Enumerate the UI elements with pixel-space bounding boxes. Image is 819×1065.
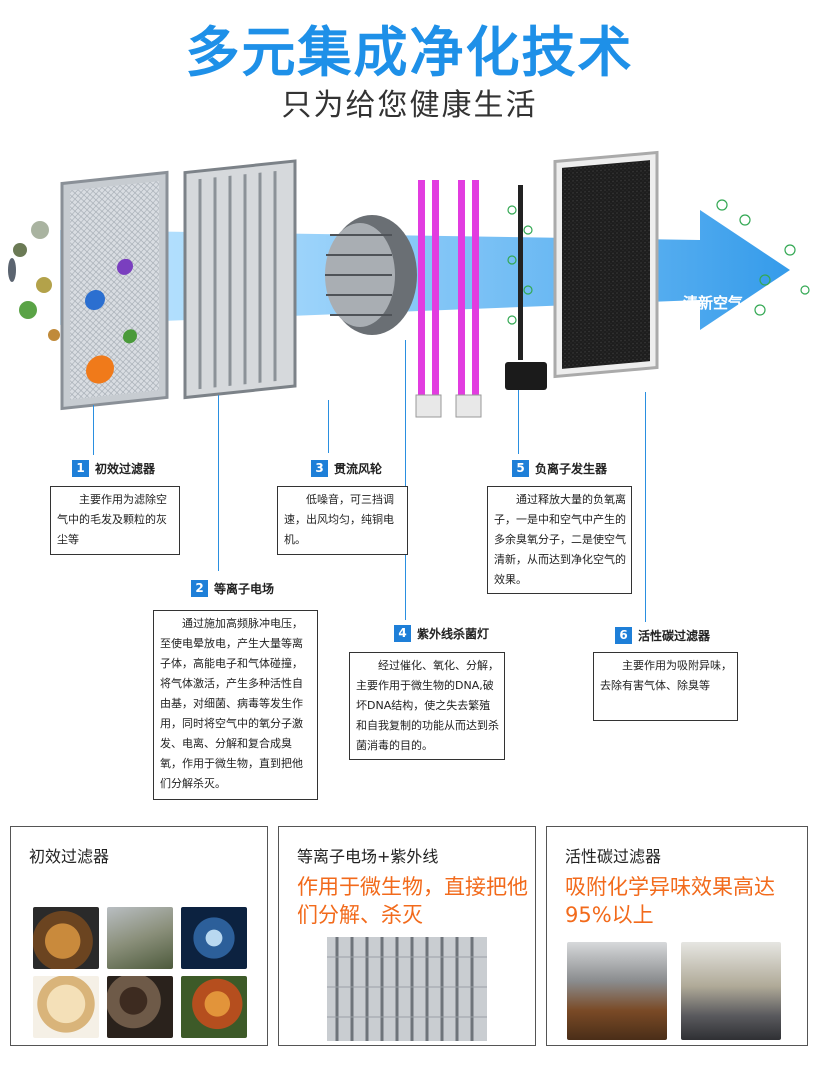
dust-particles	[8, 221, 60, 341]
clean-air-ions	[716, 199, 810, 316]
component-number-badge: 3	[311, 460, 328, 477]
leader-line-1	[93, 405, 94, 455]
component-name: 贯流风轮	[334, 462, 383, 476]
leader-line-5	[518, 390, 519, 454]
uv-lamps	[415, 180, 482, 418]
component-desc-4: 经过催化、氧化、分解，主要作用于微生物的DNA,破坏DNA结构，使之失去繁殖和自…	[349, 652, 505, 760]
activated-carbon-filter	[553, 150, 659, 379]
soot-particles-image	[107, 976, 173, 1038]
primary-filter	[60, 170, 169, 411]
component-name: 初效过滤器	[95, 462, 156, 476]
panel-highlight: 吸附化学异味效果高达95%以上	[565, 875, 775, 927]
leader-line-3	[328, 400, 329, 453]
component-label-6: 6 活性碳过滤器	[615, 627, 710, 644]
component-desc-2: 通过施加高频脉冲电压，至使电晕放电，产生大量等离子体，高能电子和气体碰撞，将气体…	[153, 610, 318, 800]
plasma-grid-image	[327, 937, 487, 1041]
clean-air-label: 清新空气	[683, 294, 744, 312]
component-desc-6: 主要作用为吸附异味，去除有害气体、除臭等	[593, 652, 738, 721]
pollen-image	[181, 976, 247, 1038]
component-label-5: 5 负离子发生器	[512, 460, 607, 477]
purification-illustration: 清新空气	[0, 150, 819, 440]
leader-line-6	[645, 392, 646, 622]
component-desc-5: 通过释放大量的负氧离子，一是中和空气中产生的多余臭氧分子，二是使空气清新，从而达…	[487, 486, 632, 594]
dust-mite-image	[33, 907, 99, 969]
airflow-diagram	[8, 150, 810, 418]
component-number-badge: 6	[615, 627, 632, 644]
component-label-1: 1 初效过滤器	[72, 460, 155, 477]
puppy-image	[33, 976, 99, 1038]
page-subtitle: 只为给您健康生活	[281, 88, 538, 123]
virus-image	[181, 907, 247, 969]
panel-title: 活性碳过滤器	[565, 847, 662, 866]
component-number-badge: 1	[72, 460, 89, 477]
component-label-3: 3 贯流风轮	[311, 460, 382, 477]
panel-primary-filter: 初效过滤器	[10, 826, 268, 1046]
plasma-electric-field	[183, 159, 297, 400]
component-desc-1: 主要作用为滤除空气中的毛发及颗粒的灰尘等	[50, 486, 180, 555]
component-name: 紫外线杀菌灯	[417, 627, 490, 641]
smoke-pollution-image	[107, 907, 173, 969]
fan-wheel	[325, 215, 417, 335]
anion-generator	[505, 185, 547, 390]
component-number-badge: 4	[394, 625, 411, 642]
panel-activated-carbon: 活性碳过滤器 吸附化学异味效果高达95%以上	[546, 826, 808, 1046]
component-name: 活性碳过滤器	[638, 629, 711, 643]
component-number-badge: 2	[191, 580, 208, 597]
component-desc-3: 低噪音，可三挡调速，出风均匀，纯铜电机。	[277, 486, 408, 555]
panel-title: 初效过滤器	[29, 847, 110, 866]
car-exhaust-image	[681, 942, 781, 1040]
page-title: 多元集成净化技术	[185, 21, 634, 84]
component-label-2: 2 等离子电场	[191, 580, 274, 597]
leader-line-4	[405, 340, 406, 620]
toxic-barrels-image	[567, 942, 667, 1040]
component-name: 负离子发生器	[535, 462, 608, 476]
leader-line-2	[218, 395, 219, 571]
panel-plasma-uv: 等离子电场+紫外线 作用于微生物，直接把他们分解、杀灭	[278, 826, 536, 1046]
component-name: 等离子电场	[214, 582, 275, 596]
panel-title: 等离子电场+紫外线	[297, 847, 439, 866]
component-number-badge: 5	[512, 460, 529, 477]
panel-highlight: 作用于微生物，直接把他们分解、杀灭	[297, 875, 528, 927]
component-label-4: 4 紫外线杀菌灯	[394, 625, 489, 642]
